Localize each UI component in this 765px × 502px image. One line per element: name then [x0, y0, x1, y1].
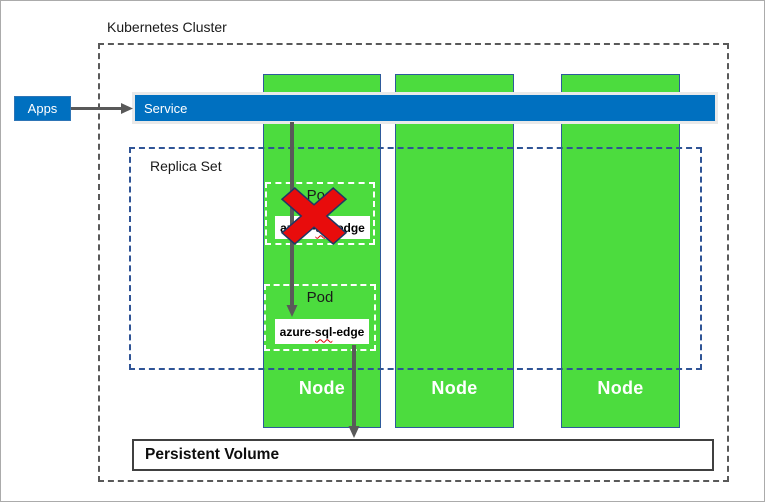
persistent-volume-label: Persistent Volume: [145, 446, 280, 463]
persistent-volume-box: Persistent Volume: [132, 439, 714, 471]
kubernetes-cluster-boundary: [98, 43, 729, 482]
apps-label: Apps: [27, 101, 58, 116]
container-text: -edge: [332, 324, 365, 339]
pod-2-running: Pod azure-sql-edge: [264, 284, 376, 351]
pod-2-container-azure-sql-edge: azure-sql-edge: [275, 319, 369, 344]
container-text-misspell: sql: [315, 220, 333, 235]
replica-set-label: Replica Set: [150, 158, 222, 174]
service-bar: Service: [135, 95, 715, 121]
node-2-label: Node: [431, 378, 478, 398]
service-label: Service: [144, 100, 188, 116]
pod-1-label: Pod: [306, 187, 334, 204]
pod-1-container-azure-sql-edge: azure-sql-edge: [275, 216, 370, 239]
container-text: azure-: [280, 220, 316, 235]
apps-box: Apps: [14, 96, 71, 121]
container-text: azure-: [279, 324, 315, 339]
container-text-misspell: sql: [314, 324, 333, 339]
pod-2-label: Pod: [306, 289, 334, 306]
kubernetes-cluster-label: Kubernetes Cluster: [107, 19, 227, 35]
container-text: -edge: [332, 220, 365, 235]
pod-1-failed: Pod azure-sql-edge: [265, 182, 375, 245]
node-1-label: Node: [298, 378, 346, 398]
node-3-label: Node: [597, 378, 644, 398]
replica-set-boundary: Replica Set: [129, 147, 702, 370]
